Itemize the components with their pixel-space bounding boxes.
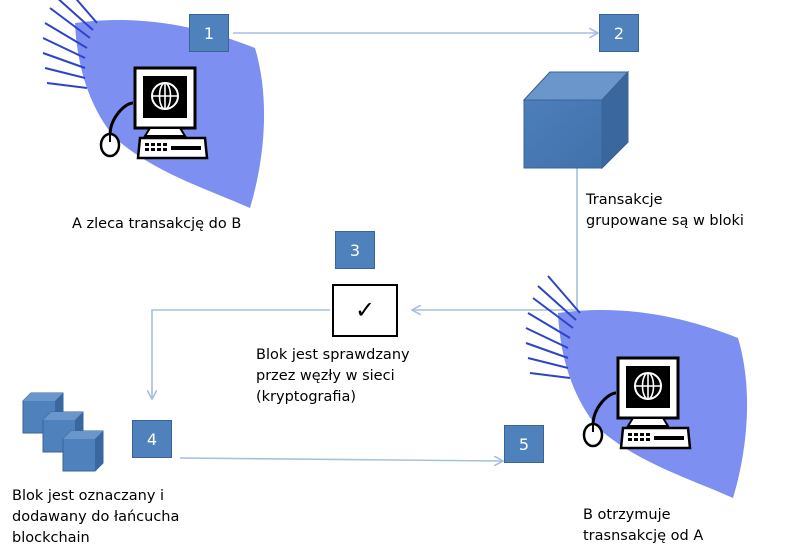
block-cube-icon [522,70,630,170]
sender-label: A zleca transakcję do B [72,216,242,232]
chain-label: Blok jest oznaczany i dodawany do łańcuc… [12,488,180,546]
step-1-badge: 1 [189,14,229,52]
step-2-badge: 2 [599,14,639,52]
step-3-badge: 3 [335,231,375,269]
step-5-badge: 5 [504,425,544,463]
arrow-4-to-5 [179,458,502,461]
arrow-2-to-3 [413,165,578,310]
sender-computer-icon [41,0,266,210]
receiver-label: B otrzymuje trasnsakcję od A [583,507,704,544]
arrow-3-to-4 [152,309,330,398]
checkmark-icon: ✓ [354,296,376,324]
step-4-badge: 4 [132,420,172,458]
validation-label: Blok jest sprawdzany przez węzły w sieci… [256,347,410,405]
validation-box [332,284,398,337]
grouping-label: Transakcje grupowane są w bloki [586,192,744,229]
stacked-blocks-icon [22,392,104,472]
